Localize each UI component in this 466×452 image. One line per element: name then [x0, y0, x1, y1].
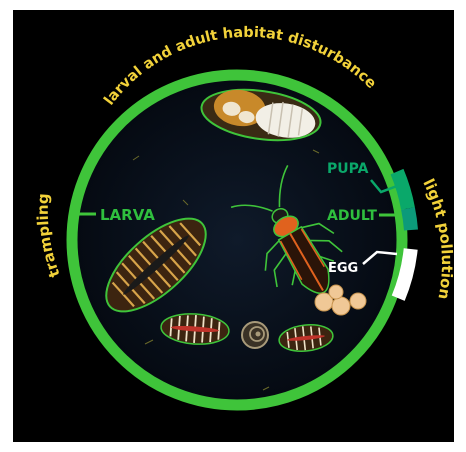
stage-label-egg: EGG — [328, 261, 358, 276]
stage-label-pupa: PUPA — [327, 161, 369, 177]
threat-label-right: light pollution — [419, 176, 454, 301]
diagram-frame: larval and adult habitat disturbance tra… — [13, 10, 454, 442]
life-cycle-diagram: larval and adult habitat disturbance tra… — [13, 10, 454, 442]
snail-icon — [242, 322, 268, 348]
stage-label-larva: LARVA — [100, 206, 155, 224]
threat-label-left: trampling — [34, 193, 64, 280]
stage-label-adult: ADULT — [327, 208, 377, 224]
adult-segment — [408, 209, 411, 231]
